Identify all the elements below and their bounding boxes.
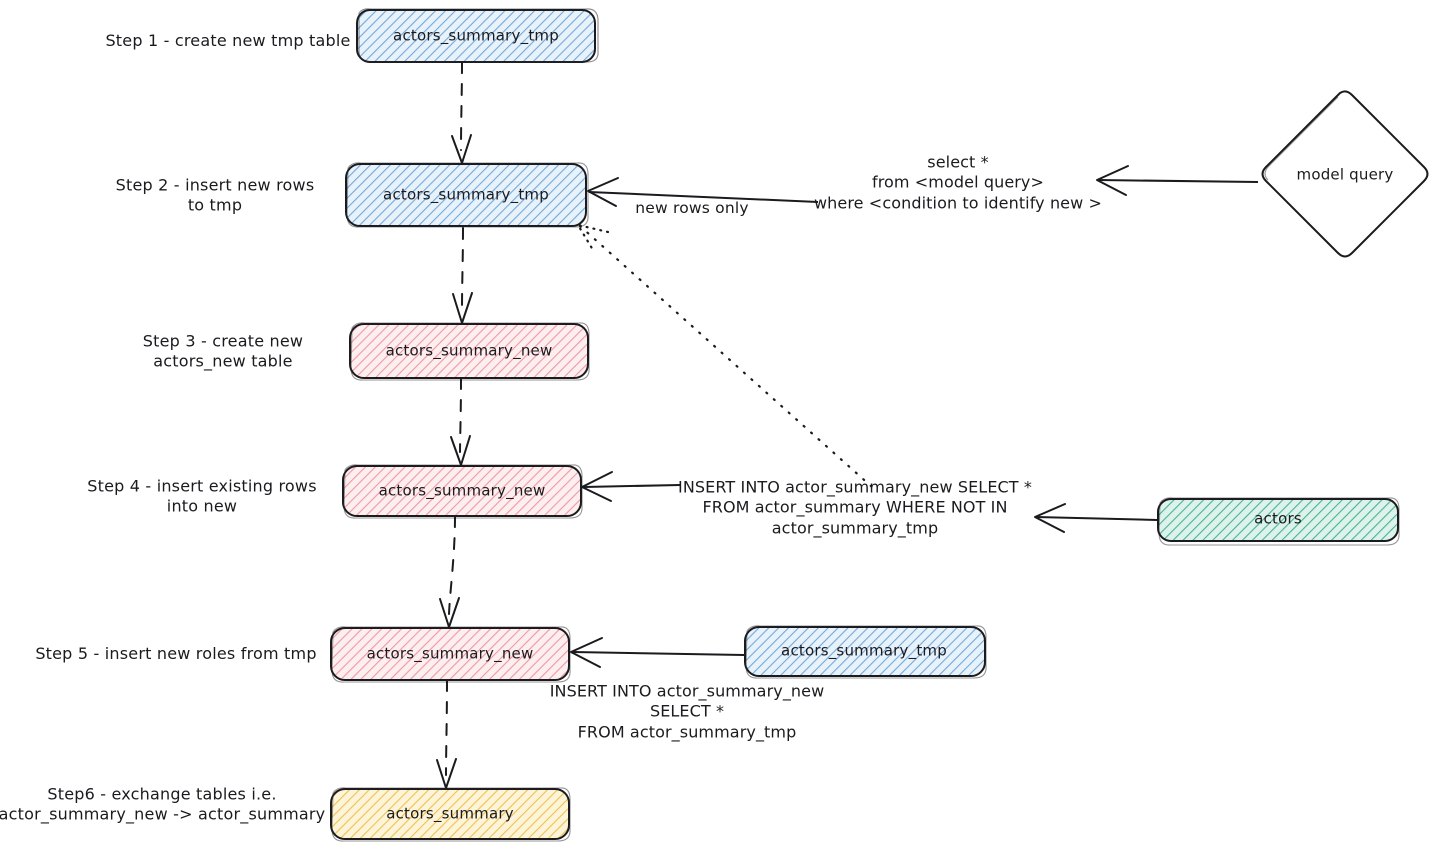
- step-label-1: Step 1 - create new tmp table: [105, 30, 351, 50]
- edge-actors-to-insert-existing: [1034, 503, 1158, 533]
- node-actors-summary-tmp-1[interactable]: [356, 8, 599, 63]
- edge-step4-to-step5: [439, 515, 460, 628]
- edge-tmp-right-to-step5: [570, 637, 745, 668]
- step-label-2: Step 2 - insert new rows to tmp: [115, 175, 315, 215]
- edge-label-new-rows-only: new rows only: [635, 199, 749, 218]
- node-label-actors-summary-tmp-right: actors_summary_tmp: [781, 641, 947, 660]
- node-actors-summary-new-4[interactable]: [342, 464, 583, 519]
- edge-label-model-query-sql: select * from <model query> where <condi…: [813, 152, 1103, 213]
- edge-label-insert-new-roles-sql: INSERT INTO actor_summary_new SELECT * F…: [549, 681, 825, 742]
- edge-step1-to-step2: [451, 61, 472, 164]
- node-label-actors: actors: [1254, 509, 1302, 528]
- step-label-4: Step 4 - insert existing rows into new: [87, 476, 317, 516]
- edge-model-query-to-sql: [1096, 165, 1259, 196]
- step-label-3: Step 3 - create new actors_new table: [142, 331, 304, 371]
- node-actors-summary-new-5[interactable]: [330, 626, 571, 683]
- node-label-actors-summary-tmp-1: actors_summary_tmp: [393, 26, 559, 45]
- node-actors-summary-tmp-2[interactable]: [345, 162, 589, 228]
- edge-step3-to-step4: [450, 377, 471, 466]
- step-label-6: Step6 - exchange tables i.e. actor_summa…: [0, 784, 326, 824]
- node-actors-summary-tmp-right[interactable]: [744, 625, 987, 679]
- node-model-query[interactable]: [1261, 90, 1429, 258]
- edge-insert-existing-to-step4: [581, 471, 681, 502]
- node-label-actors-summary-new-4: actors_summary_new: [378, 481, 546, 500]
- node-label-model-query: model query: [1296, 165, 1394, 184]
- node-label-actors-summary-new-3: actors_summary_new: [385, 341, 553, 360]
- node-actors-summary-new-3[interactable]: [349, 322, 590, 381]
- edge-step5-to-step6: [436, 679, 457, 789]
- node-label-actors-summary-6: actors_summary: [386, 804, 514, 823]
- edge-step2-to-step3: [452, 227, 473, 324]
- node-label-actors-summary-new-5: actors_summary_new: [366, 644, 534, 663]
- node-actors-summary-6[interactable]: [330, 787, 571, 842]
- node-label-actors-summary-tmp-2: actors_summary_tmp: [383, 185, 549, 204]
- edge-model-sql-to-step2: [587, 177, 819, 207]
- edge-step2-tmp-dotted-reference: [576, 223, 874, 489]
- node-actors[interactable]: [1157, 497, 1400, 546]
- edge-label-insert-existing-sql: INSERT INTO actor_summary_new SELECT * F…: [678, 477, 1032, 538]
- step-label-5: Step 5 - insert new roles from tmp: [35, 643, 317, 663]
